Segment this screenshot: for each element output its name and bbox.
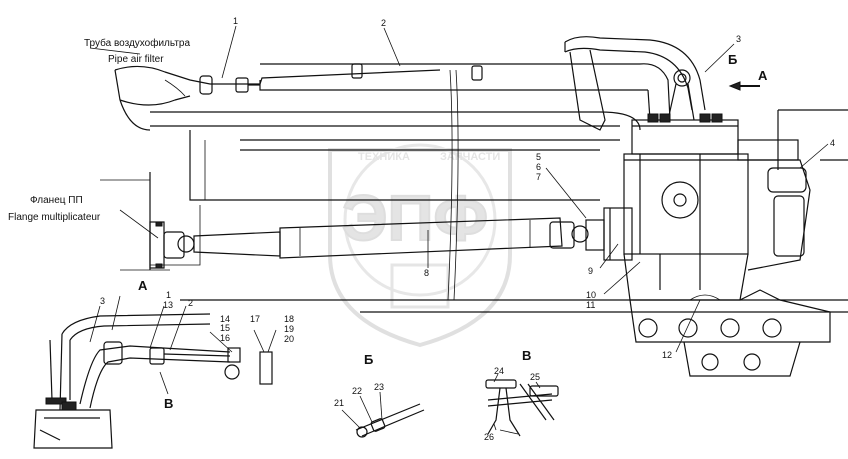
pipe-upper-right [564, 36, 706, 131]
callout-a-13: 13 [163, 300, 173, 310]
watermark-top-left: ТЕХНИКА [358, 151, 410, 163]
callout-8: 8 [424, 268, 429, 278]
callout-14: 14 [220, 314, 230, 324]
callout-16: 16 [220, 333, 230, 343]
view-captions: А Б А В Б В [138, 52, 768, 411]
callout-9: 9 [588, 266, 593, 276]
callout-21: 21 [334, 398, 344, 408]
callout-18: 18 [284, 314, 294, 324]
callout-2: 2 [381, 18, 386, 28]
callout-23: 23 [374, 382, 384, 392]
watermark-top-right: ЗАПЧАСТИ [440, 151, 500, 163]
callout-26: 26 [484, 432, 494, 442]
callout-17: 17 [250, 314, 260, 324]
callout-15: 15 [220, 323, 230, 333]
view-b-label-top: Б [728, 52, 737, 67]
callout-22: 22 [352, 386, 362, 396]
callout-numbers: 1 2 3 4 5 6 7 8 9 10 11 12 1 13 2 3 14 1… [100, 16, 835, 442]
callout-1: 1 [233, 16, 238, 26]
note-flange-ru: Фланец ПП [30, 195, 83, 206]
callout-3: 3 [736, 34, 741, 44]
callout-a-1: 1 [166, 290, 171, 300]
callout-7: 7 [536, 172, 541, 182]
air-filter-pipe [114, 63, 648, 131]
leader-lines-main [89, 25, 829, 353]
detail-view-v [485, 373, 559, 437]
callout-25: 25 [530, 372, 540, 382]
callout-6: 6 [536, 162, 541, 172]
view-v-caption-left: В [164, 396, 173, 411]
note-pipe-ru: Труба воздухофильтра [84, 37, 190, 49]
callout-a-2: 2 [188, 298, 193, 308]
watermark: ТЕХНИКА ЗАПЧАСТИ ЭПФ [328, 143, 512, 348]
detail-view-a [33, 295, 277, 449]
drive-shaft [149, 217, 605, 269]
view-a-caption: А [138, 278, 148, 293]
callout-19: 19 [284, 324, 294, 334]
view-v-caption: В [522, 348, 531, 363]
note-pipe-en: Pipe air filter [108, 54, 164, 65]
notes: Труба воздухофильтра Pipe air filter Фла… [8, 37, 190, 223]
callout-11: 11 [586, 300, 595, 310]
mounting-bracket [629, 289, 831, 377]
note-flange-en: Flange multiplicateur [8, 212, 101, 223]
watermark-big: ЭПФ [342, 182, 488, 254]
detail-view-b [341, 391, 425, 438]
callout-20: 20 [284, 334, 294, 344]
callout-a-3: 3 [100, 296, 105, 306]
view-b-caption: Б [364, 352, 373, 367]
callout-10: 10 [586, 290, 596, 300]
callout-24: 24 [494, 366, 504, 376]
view-a-arrow-label: А [758, 68, 768, 83]
callout-5: 5 [536, 152, 541, 162]
callout-4: 4 [830, 138, 835, 148]
multiplier-gearbox [603, 81, 848, 301]
callout-12: 12 [662, 350, 672, 360]
